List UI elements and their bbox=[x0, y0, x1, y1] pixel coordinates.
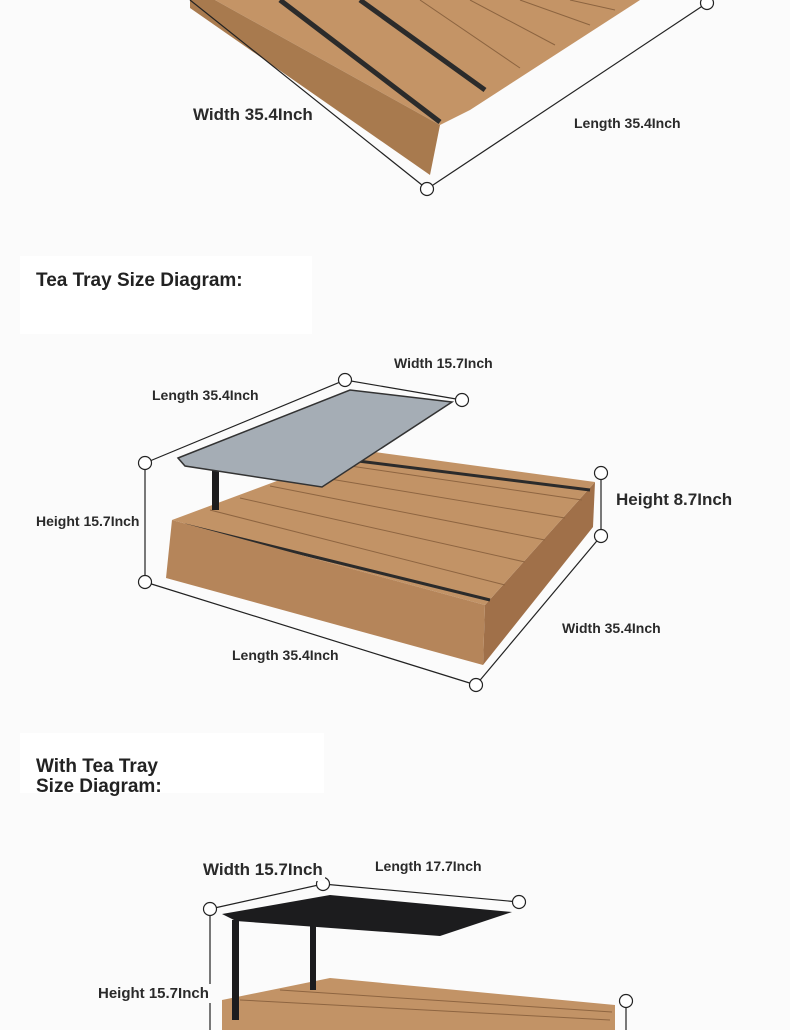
base-top-face bbox=[172, 450, 595, 605]
base-top-face bbox=[222, 978, 615, 1030]
tea-tray-diagram bbox=[137, 372, 609, 693]
with-tray-width-label: Width 15.7Inch bbox=[201, 859, 325, 881]
with-tea-tray-diagram bbox=[202, 876, 634, 1030]
with-tray-height-label: Height 15.7Inch bbox=[96, 984, 211, 1003]
tray-length-label: Length 35.4Inch bbox=[150, 386, 261, 404]
tray-leg bbox=[232, 920, 239, 1020]
tray-width-label: Width 15.7Inch bbox=[392, 354, 495, 372]
section-heading-with-tea-tray: With Tea Tray Size Diagram: bbox=[20, 733, 324, 797]
top-platform-diagram bbox=[189, 0, 715, 197]
platform-front-face bbox=[190, 0, 440, 175]
tray-plate bbox=[176, 389, 455, 488]
length-label: Length 35.4Inch bbox=[572, 114, 683, 132]
tray-leg bbox=[310, 920, 316, 990]
tray-leg bbox=[212, 470, 219, 510]
base-height-label: Height 8.7Inch bbox=[614, 489, 735, 511]
tray-plate bbox=[222, 895, 512, 936]
with-tray-length-label: Length 17.7Inch bbox=[373, 857, 484, 875]
base-width-label: Width 35.4Inch bbox=[560, 619, 663, 637]
width-label: Width 35.4Inch bbox=[191, 104, 315, 126]
total-height-label: Height 15.7Inch bbox=[34, 512, 142, 530]
base-length-label: Length 35.4Inch bbox=[230, 646, 341, 664]
base-front-face bbox=[166, 520, 485, 665]
base-side-face bbox=[483, 482, 595, 665]
section-heading-tea-tray: Tea Tray Size Diagram: bbox=[20, 256, 312, 334]
